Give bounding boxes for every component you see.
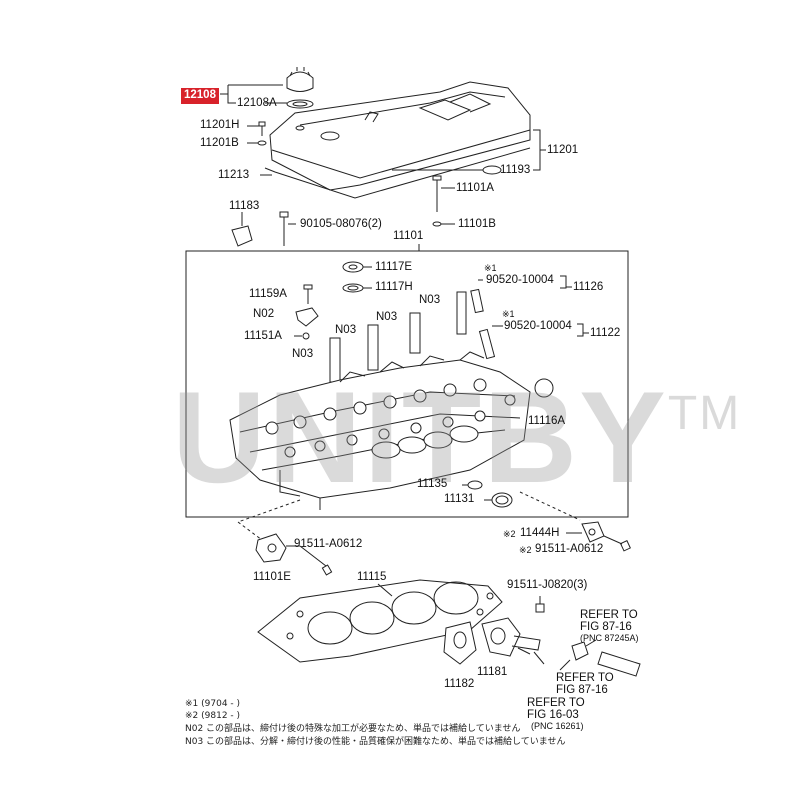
note-label-N03-c[interactable]: N03 (335, 324, 357, 336)
head-gasket-icon (257, 579, 503, 663)
footnote-1: ※1 (9704 - ) (185, 699, 241, 709)
oil-filler-cap-icon (265, 67, 314, 109)
bracket-11444H-icon (566, 521, 631, 552)
part-label-91511-A0612-right[interactable]: 91511-A0612 (535, 543, 604, 555)
note-label-N03-b[interactable]: N03 (376, 311, 398, 323)
part-label-91511-J0820[interactable]: 91511-J0820(3) (507, 579, 588, 591)
marker-1-lower: ※1 (502, 309, 515, 319)
part-label-11159A[interactable]: 11159A (249, 288, 287, 300)
part-label-11182[interactable]: 11182 (444, 678, 475, 690)
plug-and-bolt-icon (231, 211, 296, 247)
part-label-11151A[interactable]: 11151A (244, 330, 282, 342)
part-label-11115[interactable]: 11115 (357, 571, 387, 583)
marker-1-upper: ※1 (484, 263, 497, 273)
refer-label-87-16-line1[interactable]: REFER TO (556, 672, 614, 684)
note-label-N03-a[interactable]: N03 (419, 294, 441, 306)
expansion-plug-icon (534, 378, 554, 398)
part-label-11116A[interactable]: 11116A (528, 415, 566, 427)
part-label-11117E[interactable]: 11117E (375, 261, 413, 273)
part-label-11101[interactable]: 11101 (393, 230, 424, 242)
cover-bracket-lines (220, 84, 546, 171)
part-label-11101E[interactable]: 11101E (253, 571, 291, 583)
cover-bolts-icon (247, 121, 272, 176)
water-outlet-icon (443, 596, 641, 677)
part-label-11201B[interactable]: 11201B (200, 137, 239, 149)
footnote-n03: N03 この部品は、分解・締付け後の性能・品質確保が困難なため、単品では補給して… (185, 737, 566, 747)
part-label-90520-10004-upper[interactable]: 90520-10004 (486, 274, 554, 286)
part-label-90105-08076[interactable]: 90105-08076(2) (300, 218, 382, 230)
part-label-11122[interactable]: 11122 (590, 327, 621, 339)
cylinder-head-icon (229, 351, 531, 510)
note-label-N02[interactable]: N02 (253, 308, 275, 320)
note-label-N03-d[interactable]: N03 (292, 348, 314, 360)
part-label-11201H[interactable]: 11201H (200, 119, 240, 131)
part-label-11117H[interactable]: 11117H (375, 281, 413, 293)
highlight-part-label[interactable]: 12108 (181, 88, 219, 104)
part-label-11213[interactable]: 11213 (218, 169, 250, 181)
part-label-11131[interactable]: 11131 (444, 493, 475, 505)
refer-label-16-03-line1[interactable]: REFER TO (527, 697, 585, 709)
rocker-parts-icon (294, 284, 319, 340)
part-label-11183[interactable]: 11183 (229, 200, 260, 212)
watermark: UNITBYTM (172, 364, 742, 510)
part-label-11201[interactable]: 11201 (547, 144, 579, 156)
refer-label-87245A-line1[interactable]: REFER TO (580, 609, 638, 621)
seal-rings-icon (342, 261, 372, 293)
part-label-11444H[interactable]: 11444H (520, 527, 560, 539)
part-label-11101B[interactable]: 11101B (458, 218, 496, 230)
refer-label-87-16-line2[interactable]: FIG 87-16 (556, 684, 608, 696)
head-bolt-icon (432, 175, 455, 227)
refer-label-16-03-line3[interactable]: (PNC 16261) (531, 721, 584, 731)
refer-label-87245A-line2[interactable]: FIG 87-16 (580, 621, 632, 633)
part-label-90520-10004-lower[interactable]: 90520-10004 (504, 320, 572, 332)
part-label-91511-A0612-left[interactable]: 91511-A0612 (294, 538, 363, 550)
sensor-housing-icon (255, 533, 333, 576)
part-label-11126[interactable]: 11126 (573, 281, 604, 293)
marker-2-upper: ※2 (503, 529, 516, 539)
valve-cover-icon (264, 81, 531, 199)
part-label-11135[interactable]: 11135 (417, 478, 448, 490)
dashed-leaders (237, 491, 581, 541)
valve-guides-icon (329, 275, 589, 383)
footnote-2: ※2 (9812 - ) (185, 711, 241, 721)
part-label-11181[interactable]: 11181 (477, 666, 508, 678)
head-rings-icon (462, 480, 513, 508)
part-label-12108A[interactable]: 12108A (237, 97, 277, 109)
marker-2-lower: ※2 (519, 545, 532, 555)
cylinder-head-frame (185, 250, 629, 518)
refer-label-16-03-line2[interactable]: FIG 16-03 (527, 709, 579, 721)
refer-label-87245A-line3[interactable]: (PNC 87245A) (580, 633, 639, 643)
part-label-11193[interactable]: 11193 (500, 164, 531, 176)
part-label-11101A[interactable]: 11101A (456, 182, 494, 194)
footnote-n02: N02 この部品は、締付け後の特殊な加工が必要なため、単品では補給していません (185, 724, 521, 734)
